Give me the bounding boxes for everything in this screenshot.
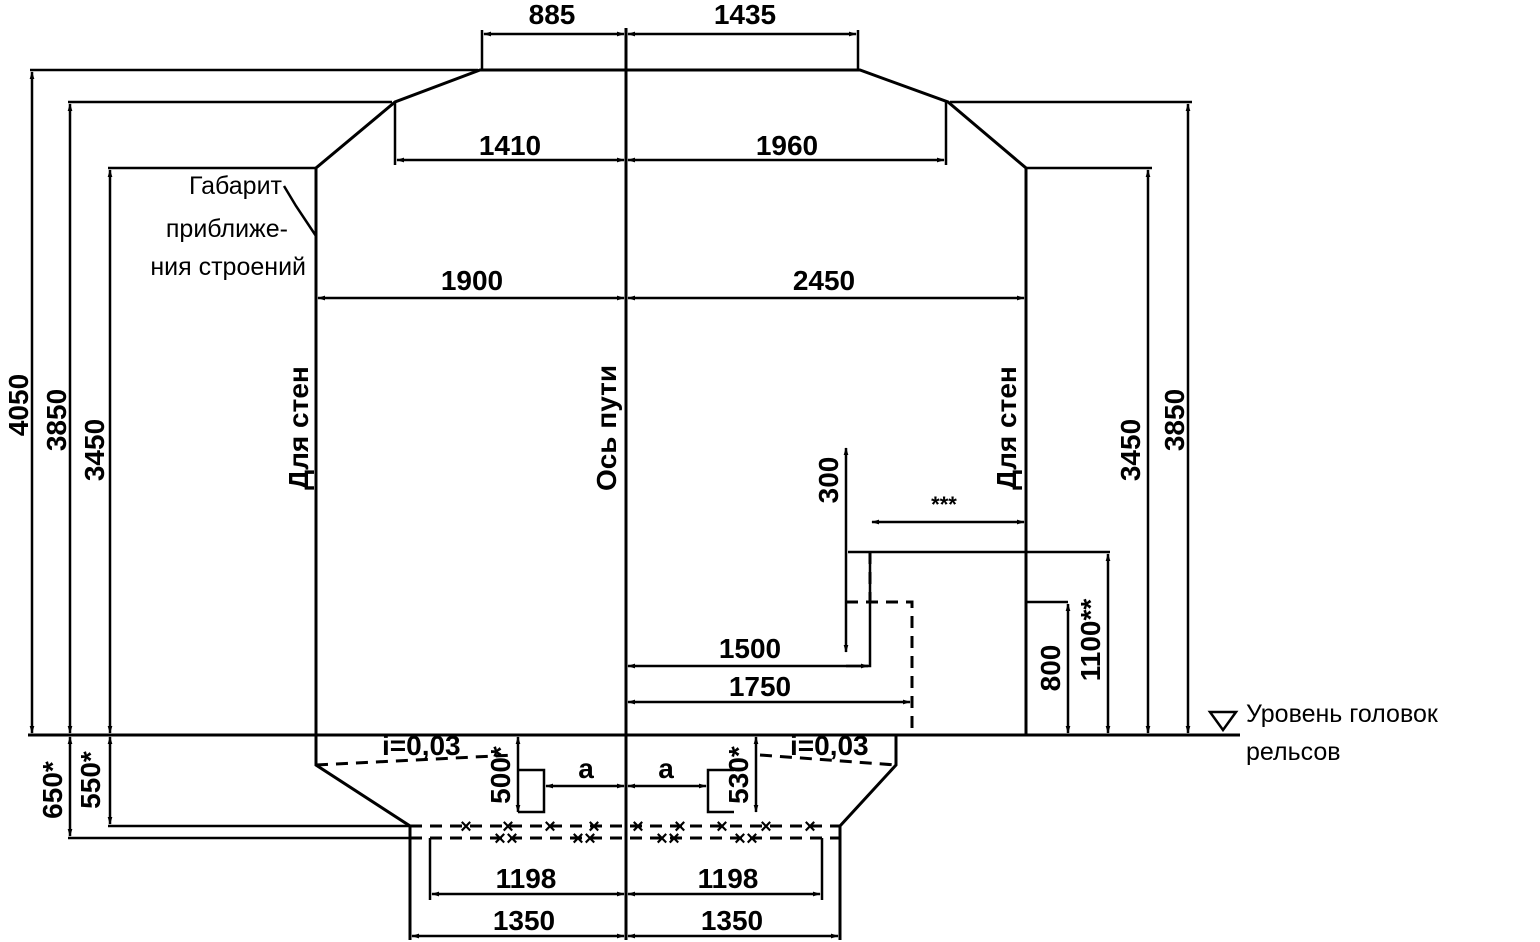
svg-text:рельсов: рельсов [1246, 738, 1341, 766]
dim-1750: 1750 [729, 671, 791, 702]
dim-1435: 1435 [714, 0, 776, 30]
dim-3450-left: 3450 [79, 419, 110, 481]
platform-step [846, 552, 872, 668]
svg-text:×: × [734, 828, 746, 850]
dim-1410: 1410 [479, 130, 541, 161]
svg-text:×: × [494, 828, 506, 850]
svg-text:×: × [584, 828, 596, 850]
rail-right-shape [706, 768, 734, 814]
svg-text:×: × [656, 828, 668, 850]
dim-2450: 2450 [793, 265, 855, 296]
dim-1960: 1960 [756, 130, 818, 161]
svg-text:×: × [544, 816, 556, 838]
svg-text:×: × [760, 816, 772, 838]
slope-left-label: i=0,03 [382, 730, 461, 761]
slope-right [759, 753, 897, 767]
for-walls-left: Для стен [283, 366, 314, 490]
svg-text:×: × [668, 828, 680, 850]
slope-left [315, 753, 515, 767]
svg-text:Габарит: Габарит [189, 172, 283, 200]
dim-530: 530* [723, 746, 754, 804]
track-axis-label: Ось пути [591, 365, 622, 491]
dim-3450-right: 3450 [1115, 419, 1146, 481]
lower-outline-right [838, 735, 898, 940]
dim-1350-right: 1350 [701, 905, 763, 936]
svg-text:×: × [804, 816, 816, 838]
svg-text:×: × [632, 816, 644, 838]
dim-1198-left: 1198 [496, 863, 557, 894]
slope-right-label: i=0,03 [790, 730, 869, 761]
dim-4050: 4050 [3, 374, 34, 436]
gabarit-leader [282, 185, 318, 237]
rail-level-label: Уровень головок рельсов [1246, 700, 1439, 766]
rail-left-shape [518, 768, 546, 814]
svg-text:×: × [460, 816, 472, 838]
gabarit-label: Габарит приближе- ния строений [150, 172, 306, 281]
gauge-outline [314, 68, 1028, 735]
dim-3850-left: 3850 [41, 389, 72, 451]
dim-a-left: а [578, 753, 594, 784]
dim-1100: 1100** [1075, 599, 1106, 682]
svg-text:×: × [716, 816, 728, 838]
dim-885: 885 [529, 0, 576, 30]
dim-300: 300 [813, 457, 844, 504]
dim-500: 500* [485, 746, 516, 804]
svg-text:приближе-: приближе- [166, 215, 288, 243]
svg-text:×: × [746, 828, 758, 850]
dim-3850-right: 3850 [1159, 389, 1190, 451]
dim-a-right: а [658, 753, 674, 784]
platform-dashed [846, 600, 914, 735]
svg-text:×: × [588, 816, 600, 838]
svg-text:×: × [572, 828, 584, 850]
dim-1350-left: 1350 [493, 905, 555, 936]
svg-text:ния строений: ния строений [150, 253, 306, 281]
svg-text:×: × [674, 816, 686, 838]
dim-1500: 1500 [719, 633, 781, 664]
svg-text:×: × [506, 828, 518, 850]
dim-1900: 1900 [441, 265, 503, 296]
sleeper-marks: ××× ××× ××× ×× ×× ×× ×× [460, 816, 816, 850]
triple-star: *** [931, 492, 957, 517]
svg-text:×: × [502, 816, 514, 838]
for-walls-right: Для стен [991, 366, 1022, 490]
dim-800: 800 [1035, 645, 1066, 692]
svg-text:Уровень головок: Уровень головок [1246, 700, 1439, 728]
lower-outline-left [314, 735, 412, 940]
rail-level-marker [1207, 710, 1239, 733]
dim-550: 550* [75, 751, 106, 809]
dim-650: 650* [37, 761, 68, 819]
dim-1198-right: 1198 [698, 863, 759, 894]
